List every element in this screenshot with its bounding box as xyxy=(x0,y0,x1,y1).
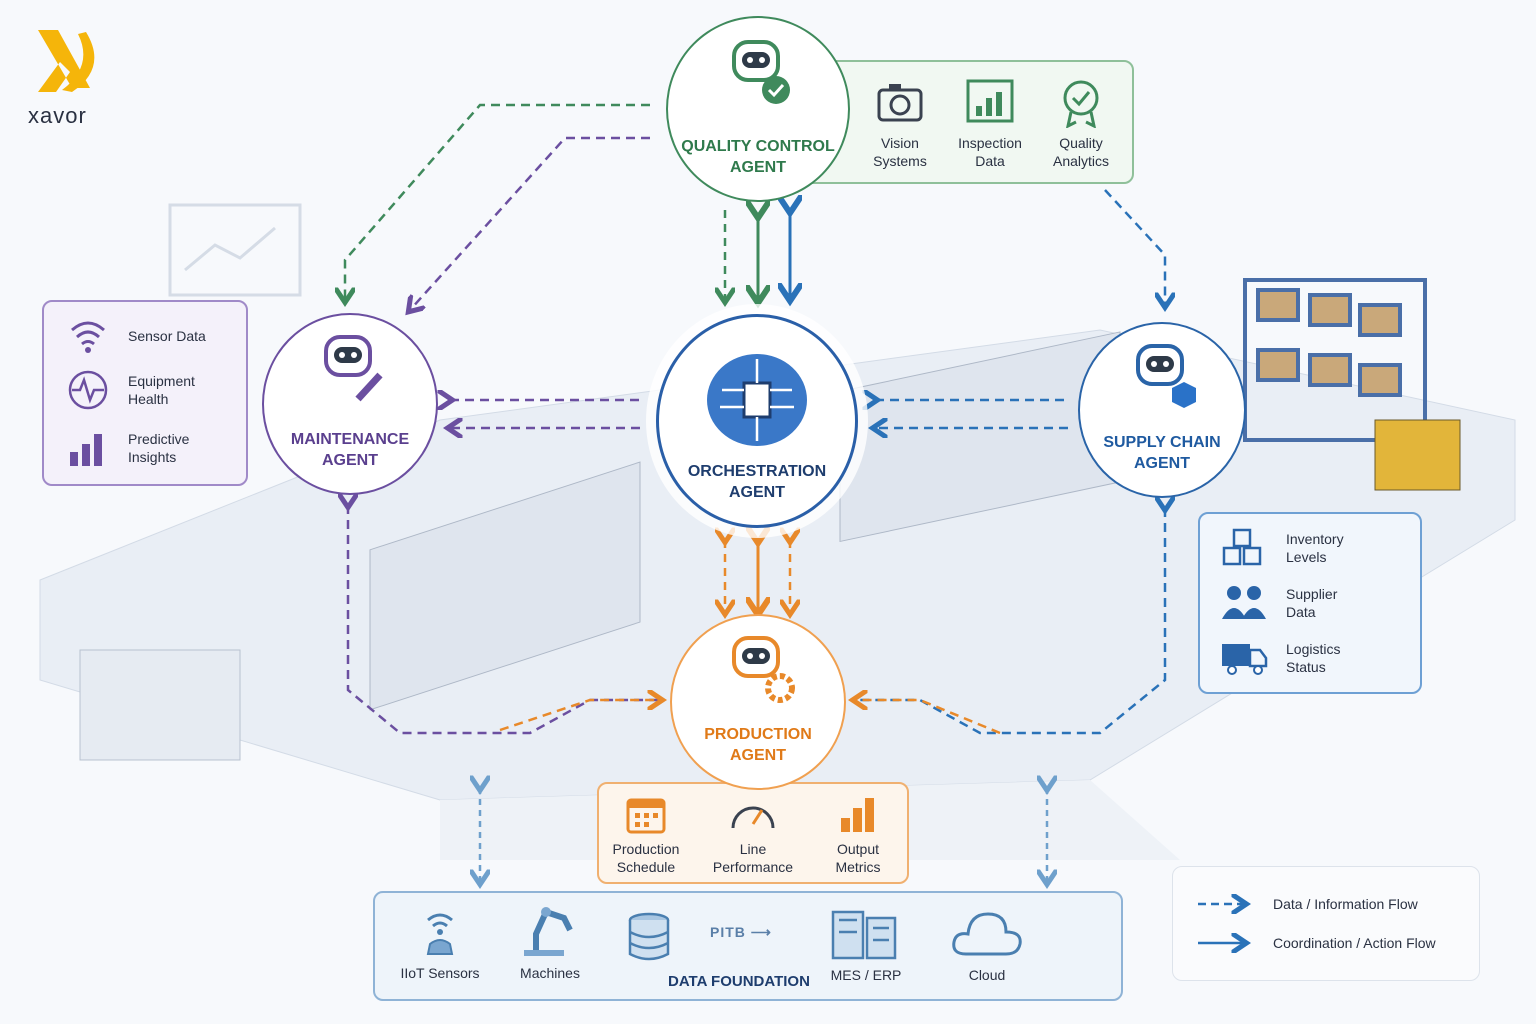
chart-icon xyxy=(966,79,1014,123)
legend-dashed-label: Data / Information Flow xyxy=(1273,896,1418,912)
calendar-icon xyxy=(626,798,666,834)
users-icon xyxy=(1222,586,1266,619)
pulse-icon xyxy=(68,370,108,410)
brain-circuit-icon xyxy=(707,354,807,446)
data-foundation-panel xyxy=(373,891,1123,1001)
machines-item: Machines xyxy=(500,904,600,982)
sensor-data-item: Sensor Data xyxy=(66,316,206,356)
xavor-logo-text: xavor xyxy=(28,103,87,128)
robot-arm-icon xyxy=(524,907,573,956)
truck-icon xyxy=(1222,644,1268,675)
gauge-icon xyxy=(731,806,775,829)
bars-icon xyxy=(70,434,102,466)
cloud-icon xyxy=(952,912,1022,956)
wifi-sensor-icon xyxy=(426,913,454,955)
server-icon xyxy=(831,910,897,960)
bars-icon xyxy=(841,798,874,832)
robot-box-icon xyxy=(1136,344,1196,408)
wifi-icon xyxy=(71,321,105,353)
legend-lines xyxy=(1198,893,1252,953)
legend-solid-label: Coordination / Action Flow xyxy=(1273,935,1436,951)
cloud-item: Cloud xyxy=(937,910,1037,984)
database-icon xyxy=(628,912,670,961)
robot-check-icon xyxy=(732,40,790,104)
boxes-icon xyxy=(1222,528,1262,566)
mes-erp-item: MES / ERP xyxy=(816,910,916,984)
badge-icon xyxy=(1063,80,1099,128)
legend xyxy=(1172,866,1480,981)
pipeline-icon: PITB ⟶ xyxy=(710,924,772,940)
xavor-logo-mark xyxy=(38,30,95,92)
xavor-logo: xavor xyxy=(28,28,98,129)
data-foundation-title: DATA FOUNDATION xyxy=(668,973,810,990)
robot-gear-icon xyxy=(732,636,795,703)
robot-wrench-icon xyxy=(324,335,383,402)
camera-icon xyxy=(877,84,923,122)
iiot-sensors-item: IIoT Sensors xyxy=(390,908,490,982)
